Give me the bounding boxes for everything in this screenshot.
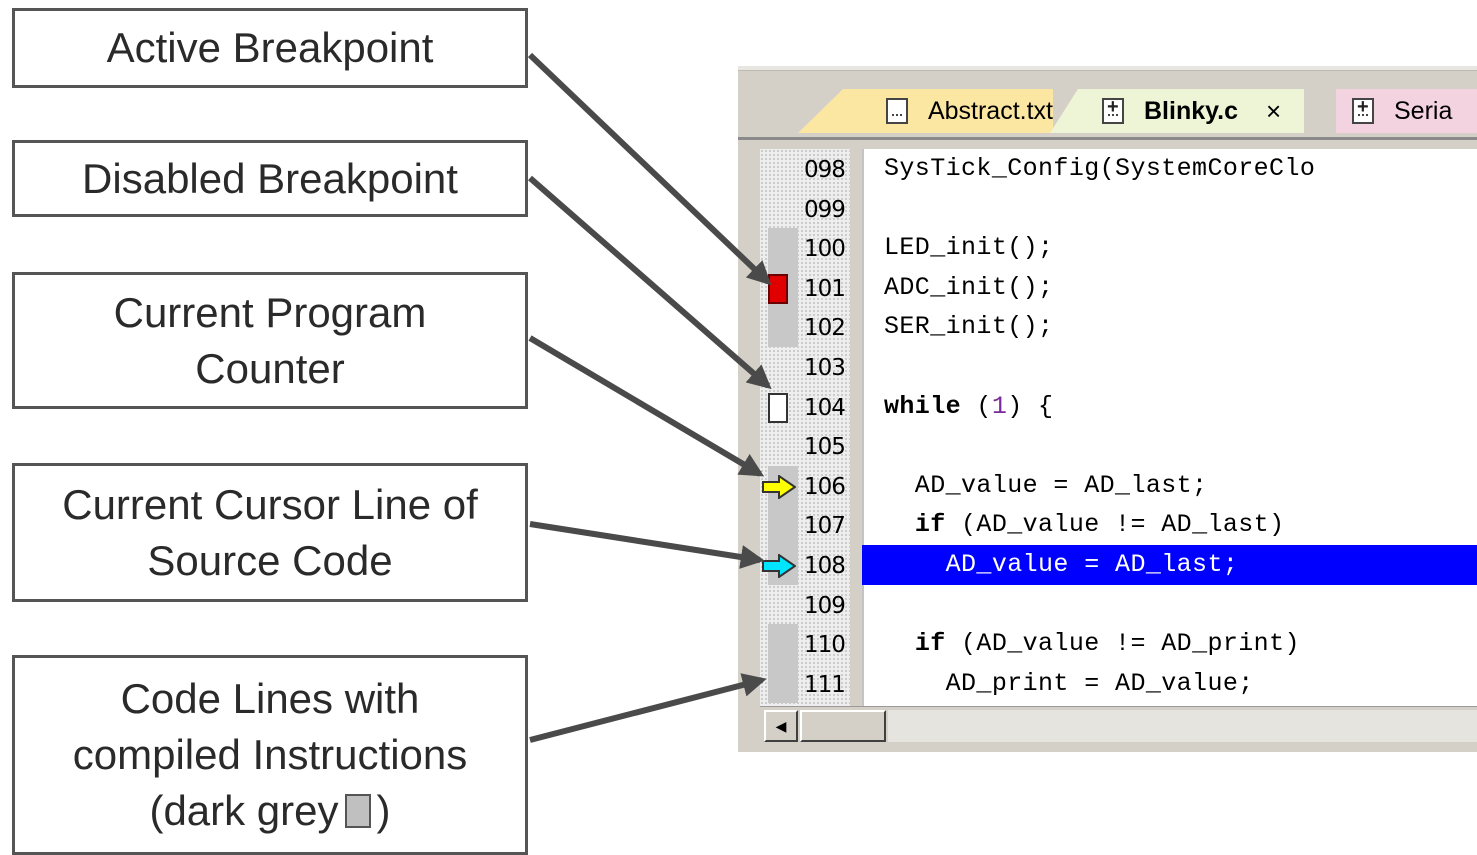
active-breakpoint-arrow bbox=[527, 52, 772, 286]
close-tab-icon[interactable]: × bbox=[1266, 95, 1282, 126]
line-number-text: 102 bbox=[804, 315, 846, 342]
program-counter-arrow bbox=[528, 335, 765, 477]
disabled-breakpoint-arrow bbox=[528, 175, 772, 390]
compiled-line-marker bbox=[768, 624, 798, 664]
line-number-text: 111 bbox=[804, 671, 846, 698]
compiled-line-marker bbox=[768, 228, 798, 268]
line-number: 103 bbox=[760, 347, 850, 387]
scrollbar-track[interactable] bbox=[888, 710, 1477, 742]
line-number-text: 105 bbox=[804, 434, 846, 461]
tab-label: Abstract.txt bbox=[927, 96, 1053, 125]
active-breakpoint-label: Active Breakpoint bbox=[106, 24, 434, 71]
scrollbar-thumb[interactable] bbox=[800, 710, 886, 742]
code-line[interactable]: ADC_init(); bbox=[884, 272, 1054, 302]
text-file-icon bbox=[886, 98, 908, 124]
program-counter-label: Current Program Counter bbox=[113, 288, 427, 392]
line-number-text: 108 bbox=[804, 553, 846, 579]
code-line[interactable]: SER_init(); bbox=[884, 312, 1054, 342]
editor-tab-bar: Abstract.txt Blinky.c × Seria bbox=[738, 71, 1477, 140]
line-number: 101 bbox=[760, 268, 850, 308]
compiled-lines-arrow bbox=[529, 673, 767, 743]
tab-abstract-txt[interactable]: Abstract.txt bbox=[798, 89, 1053, 133]
source-file-icon bbox=[1352, 96, 1374, 124]
cursor-code-line[interactable]: AD_value = AD_last; bbox=[862, 545, 1477, 585]
line-number-text: 107 bbox=[804, 513, 846, 540]
horizontal-scrollbar[interactable]: ◀ bbox=[760, 706, 1477, 745]
tab-blinky-c[interactable]: Blinky.c × bbox=[1050, 89, 1304, 133]
editor-frame bbox=[738, 66, 1477, 71]
line-number: 098 bbox=[760, 149, 850, 189]
compiled-lines-close: ) bbox=[376, 787, 391, 834]
disabled-breakpoint-icon[interactable] bbox=[768, 392, 788, 423]
compiled-line-marker bbox=[768, 505, 798, 545]
line-number-text: 098 bbox=[804, 157, 846, 183]
code-editor-window: Abstract.txt Blinky.c × Seria 098 099 100 1… bbox=[738, 66, 1477, 752]
line-number-text: 101 bbox=[804, 275, 846, 302]
line-number-gutter[interactable]: 098 099 100 101 102 103 104 105 106 107 108 109 110 1… bbox=[760, 149, 850, 706]
tab-label: Seria bbox=[1394, 96, 1453, 125]
line-number: 106 bbox=[760, 466, 850, 506]
line-number-text: 109 bbox=[804, 592, 846, 619]
line-number-text: 100 bbox=[804, 236, 846, 263]
disabled-breakpoint-label: Disabled Breakpoint bbox=[82, 154, 458, 202]
grey-swatch-icon bbox=[344, 794, 371, 828]
code-line[interactable]: if (AD_value != AD_last) bbox=[914, 510, 1285, 540]
line-number: 105 bbox=[760, 426, 850, 466]
line-number-text: 104 bbox=[804, 394, 846, 421]
line-number-text: 103 bbox=[804, 355, 846, 381]
line-number: 104 bbox=[760, 387, 850, 427]
cursor-line-label: Current Cursor Line of Source Code bbox=[62, 480, 478, 584]
compiled-lines-text: Code Lines with compiled Instructions (d… bbox=[72, 675, 468, 834]
code-line[interactable]: while (1) { bbox=[884, 391, 1054, 421]
cursor-line-arrow bbox=[529, 521, 765, 569]
program-counter-callout: Current Program Counter bbox=[12, 272, 528, 409]
code-line[interactable]: AD_value = AD_last; bbox=[884, 470, 1208, 500]
compiled-line-marker bbox=[768, 307, 798, 347]
source-file-icon bbox=[1102, 96, 1124, 124]
active-breakpoint-callout: Active Breakpoint bbox=[12, 8, 528, 88]
line-number: 107 bbox=[760, 505, 850, 545]
tab-serial[interactable]: Seria bbox=[1336, 89, 1477, 133]
disabled-breakpoint-callout: Disabled Breakpoint bbox=[12, 140, 528, 217]
cursor-line-callout: Current Cursor Line of Source Code bbox=[12, 463, 528, 602]
code-line[interactable]: if (AD_value != AD_print) bbox=[914, 629, 1300, 659]
compiled-lines-label: Code Lines with compiled Instructions (d… bbox=[73, 671, 468, 839]
line-number: 100 bbox=[760, 228, 850, 268]
line-number: 110 bbox=[760, 624, 850, 664]
cursor-line-arrow-icon[interactable] bbox=[762, 553, 797, 583]
code-line[interactable]: LED_init(); bbox=[884, 233, 1054, 263]
line-number-text: 110 bbox=[804, 632, 846, 659]
line-number: 108 bbox=[760, 545, 850, 585]
active-breakpoint-icon[interactable] bbox=[768, 273, 788, 304]
program-counter-arrow-icon[interactable] bbox=[762, 473, 797, 504]
line-number-text: 099 bbox=[804, 196, 846, 223]
line-number: 109 bbox=[760, 585, 850, 625]
tab-label: Blinky.c bbox=[1144, 96, 1239, 125]
line-number: 099 bbox=[760, 189, 850, 229]
line-number-text: 106 bbox=[804, 473, 846, 500]
line-number: 102 bbox=[760, 307, 850, 347]
code-line[interactable]: AD_print = AD_value; bbox=[884, 668, 1254, 698]
tab-divider bbox=[738, 137, 1477, 140]
line-number: 111 bbox=[760, 664, 850, 704]
scroll-left-arrow-icon: ◀ bbox=[775, 717, 787, 734]
gutter-separator bbox=[862, 149, 864, 706]
scroll-left-button[interactable]: ◀ bbox=[764, 710, 798, 742]
code-line[interactable]: SysTick_Config(SystemCoreClo bbox=[884, 154, 1316, 183]
compiled-line-marker bbox=[768, 663, 798, 704]
